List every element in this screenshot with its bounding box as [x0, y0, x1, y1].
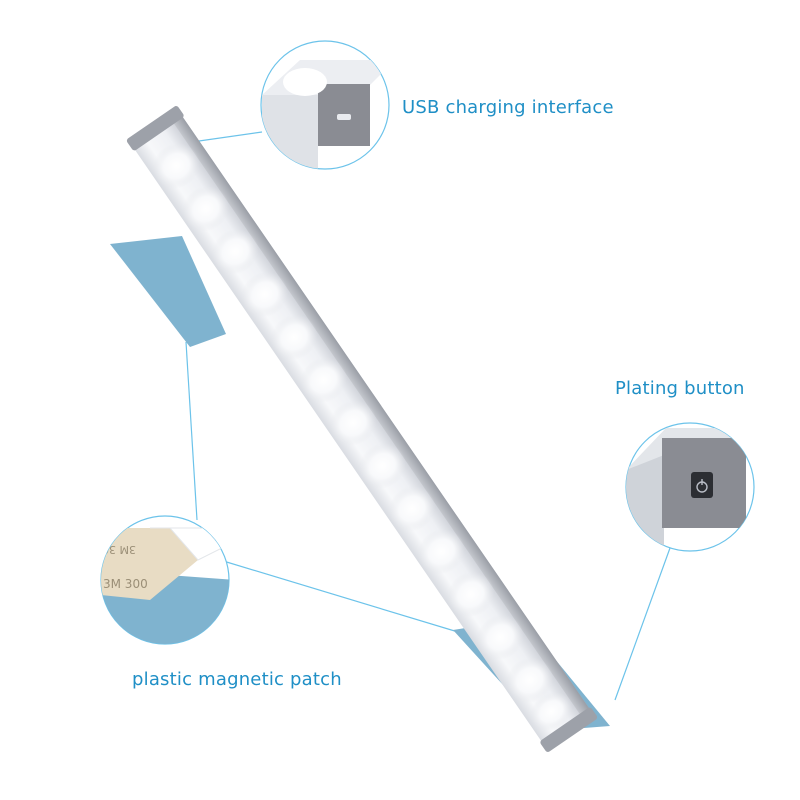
- usb-callout: [260, 40, 390, 170]
- tape-print-bottom: 3M 300: [103, 577, 148, 591]
- end-cap-top: [126, 106, 184, 151]
- patch-leader-line-upper: [185, 341, 198, 521]
- led-light-bar: [126, 106, 598, 752]
- led: [211, 228, 259, 275]
- plating-leader-line: [614, 547, 671, 701]
- led: [359, 443, 406, 489]
- led: [182, 186, 230, 232]
- led: [447, 571, 495, 618]
- end-cap-bottom: [540, 707, 598, 752]
- led: [241, 271, 289, 318]
- magnetic-patch-label: plastic magnetic patch: [132, 669, 342, 690]
- tape-print-top: 3M 300: [95, 543, 136, 556]
- magnetic-patch-callout: 3M 300 3M 300: [95, 515, 230, 645]
- led-array: [152, 143, 573, 731]
- led: [476, 614, 524, 660]
- patch-leader-line-lower: [219, 559, 459, 633]
- plating-button-label: Plating button: [615, 378, 745, 399]
- led: [329, 400, 377, 446]
- plating-button-callout: [625, 422, 755, 552]
- usb-charging-label: USB charging interface: [402, 97, 614, 118]
- usb-port-icon: [337, 114, 351, 120]
- led: [152, 143, 200, 189]
- adhesive-patch-icon: [101, 528, 198, 600]
- led: [388, 486, 436, 532]
- magnetic-patch-top: [110, 236, 226, 347]
- touch-power-icon: [691, 472, 713, 498]
- led: [506, 657, 554, 703]
- led: [530, 692, 573, 731]
- led: [418, 528, 465, 575]
- led: [270, 314, 318, 360]
- led: [300, 357, 347, 403]
